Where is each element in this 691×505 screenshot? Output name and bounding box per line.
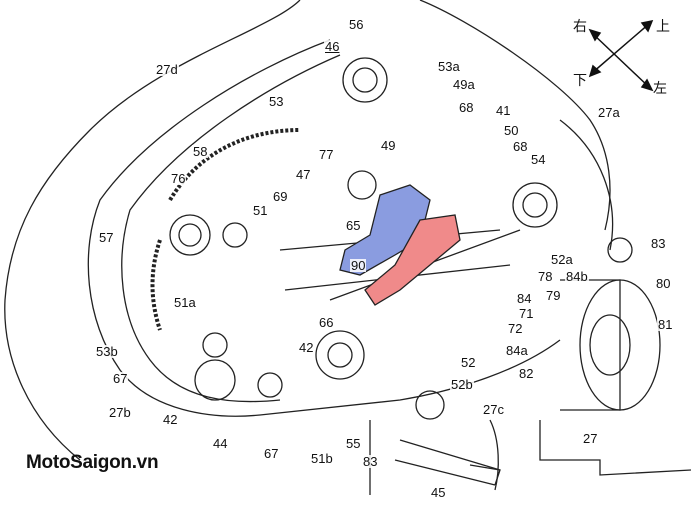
ref-label: 67: [112, 371, 129, 386]
ref-label: 45: [430, 485, 447, 500]
ref-label: 52b: [450, 377, 474, 392]
ref-label: 68: [512, 139, 529, 154]
compass-down: 下: [573, 72, 587, 88]
ref-label: 52a: [550, 252, 574, 267]
ref-label: 57: [98, 230, 115, 245]
ref-label: 44: [212, 436, 229, 451]
ref-label: 77: [318, 147, 335, 162]
ref-label: 79: [545, 288, 562, 303]
ref-label: 69: [272, 189, 289, 204]
ref-label: 82: [518, 366, 535, 381]
ref-label: 58: [192, 144, 209, 159]
ref-label: 51a: [173, 295, 197, 310]
ref-label: 49a: [452, 77, 476, 92]
ref-label: 81: [657, 317, 674, 332]
ref-label: 78: [537, 269, 554, 284]
ref-label: 54: [530, 152, 547, 167]
ref-label: 68: [458, 100, 475, 115]
watermark: MotoSaigon.vn: [26, 452, 159, 473]
ref-label: 27b: [108, 405, 132, 420]
ref-label: 83: [650, 236, 667, 251]
ref-label: 50: [503, 123, 520, 138]
ref-label: 51b: [310, 451, 334, 466]
ref-label: 53b: [95, 344, 119, 359]
ref-label: 51: [252, 203, 269, 218]
ref-label: 53: [268, 94, 285, 109]
ref-label: 84: [516, 291, 533, 306]
ref-label: 65: [345, 218, 362, 233]
ref-label: 49: [380, 138, 397, 153]
ref-label: 55: [345, 436, 362, 451]
ref-label: 90: [350, 258, 367, 273]
ref-label: 56: [348, 17, 365, 32]
ref-label: 27a: [597, 105, 621, 120]
ref-label: 84b: [565, 269, 589, 284]
ref-label: 47: [295, 167, 312, 182]
ref-label: 42: [162, 412, 179, 427]
ref-label: 80: [655, 276, 672, 291]
ref-label: 67: [263, 446, 280, 461]
compass-left: 左: [653, 80, 667, 96]
rocker-arm-pink: [364, 214, 461, 306]
compass-up: 上: [656, 18, 670, 34]
ref-label: 27: [582, 431, 599, 446]
ref-label: 46: [324, 39, 341, 54]
rocker-arm-49-blue: [339, 184, 431, 276]
ref-label: 84a: [505, 343, 529, 358]
compass-right: 右: [573, 18, 587, 34]
ref-label: 52: [460, 355, 477, 370]
ref-label: 83: [362, 454, 379, 469]
ref-label: 76: [170, 171, 187, 186]
ref-label: 27c: [482, 402, 505, 417]
ref-label: 66: [318, 315, 335, 330]
ref-label: 41: [495, 103, 512, 118]
ref-label: 72: [507, 321, 524, 336]
ref-label: 53a: [437, 59, 461, 74]
ref-label: 27d: [155, 62, 179, 77]
ref-label: 42: [298, 340, 315, 355]
ref-label: 71: [518, 306, 535, 321]
